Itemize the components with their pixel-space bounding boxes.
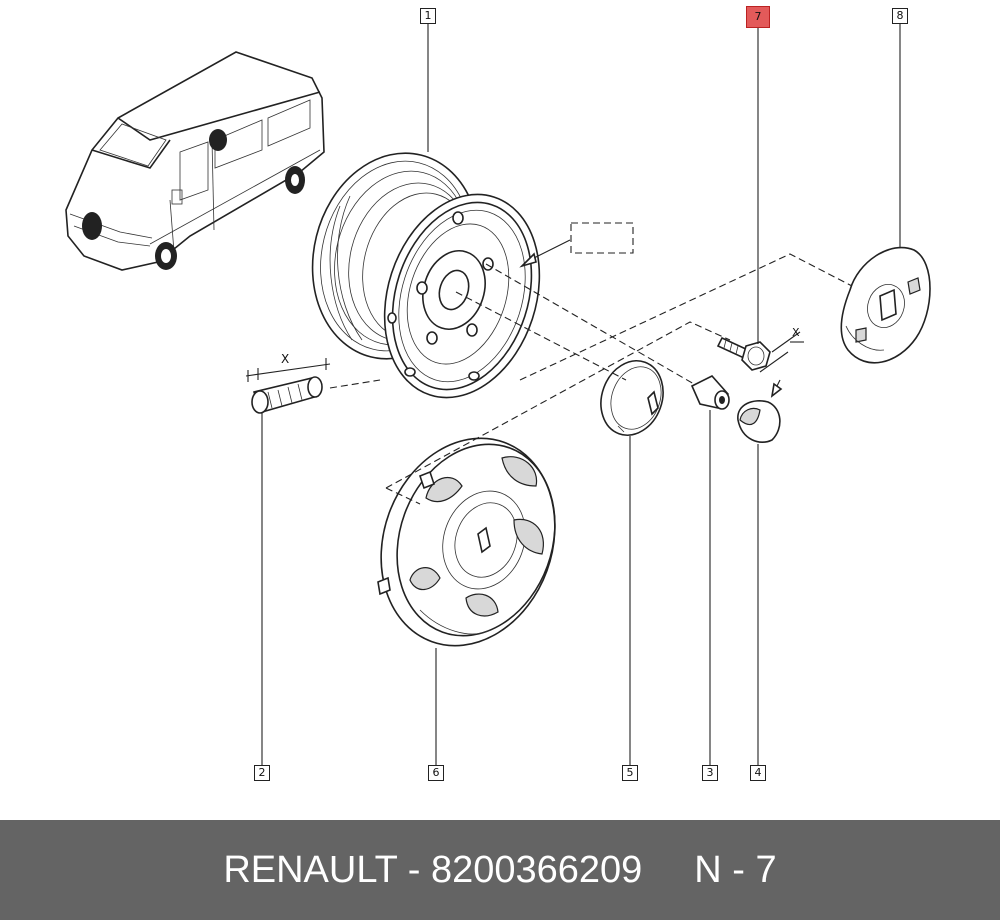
callout-6: 6 xyxy=(428,765,444,781)
centre-cap xyxy=(600,360,664,436)
centre-cap-large xyxy=(840,246,931,364)
steel-wheel-rim xyxy=(311,152,541,399)
callout-5: 5 xyxy=(622,765,638,781)
callout-3: 3 xyxy=(702,765,718,781)
van-illustration xyxy=(65,51,325,271)
part-number-footer: RENAULT - 8200366209 N - 7 xyxy=(0,820,1000,920)
wheel-nut xyxy=(690,375,730,410)
wheel-bolt xyxy=(716,331,804,373)
page-reference-text: N - 7 xyxy=(694,848,777,891)
valve-dimension-mark: X xyxy=(281,352,289,366)
callout-4: 4 xyxy=(750,765,766,781)
valve-stem xyxy=(245,358,331,414)
exploded-wheel-diagram: .ln { fill: none; stroke: #222; stroke-w… xyxy=(65,24,931,766)
nut-cover xyxy=(737,400,781,444)
callout-1: 1 xyxy=(420,8,436,24)
assembly-line-trim xyxy=(385,321,731,489)
callout-8: 8 xyxy=(892,8,908,24)
assembly-line-large-cap xyxy=(519,253,853,381)
callout-2: 2 xyxy=(254,765,270,781)
assembly-line-cap xyxy=(455,291,627,381)
reference-box xyxy=(570,222,634,254)
callout-7-highlighted: 7 xyxy=(746,6,770,28)
part-number-text: RENAULT - 8200366209 xyxy=(223,848,643,891)
wheel-trim xyxy=(377,437,556,647)
bolt-dimension-mark: X xyxy=(792,326,800,339)
assembly-line-nut xyxy=(485,263,695,385)
